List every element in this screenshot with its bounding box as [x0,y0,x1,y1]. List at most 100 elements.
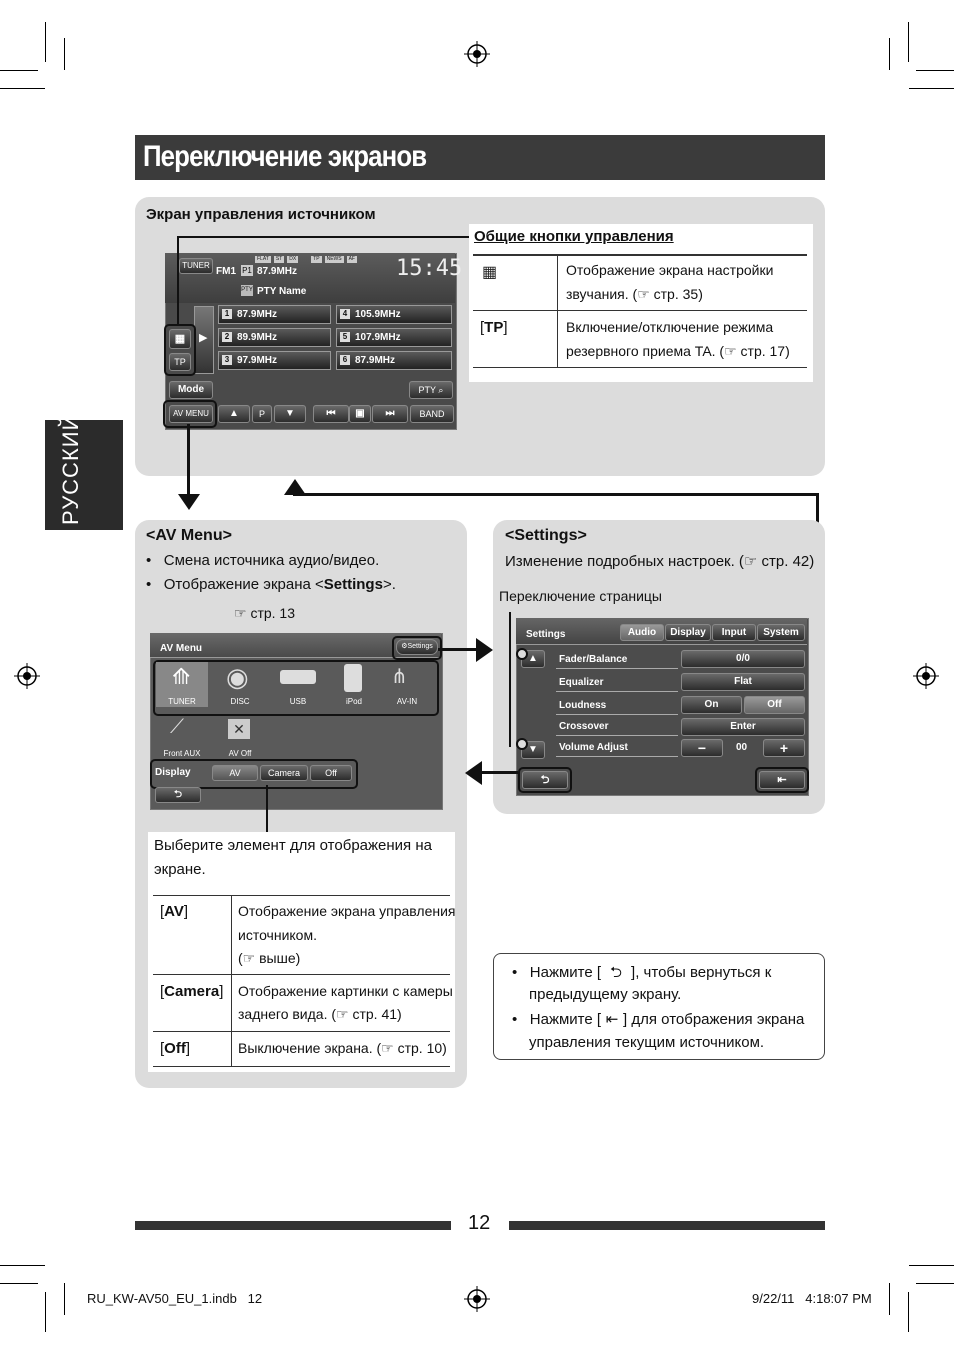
back-button[interactable]: ⮌ [155,787,201,803]
tab-system[interactable]: System [757,624,805,641]
back-button[interactable]: ⮌ [522,771,568,789]
volume-plus-button[interactable]: + [763,739,805,757]
up-button[interactable]: ▲ [218,405,250,423]
source-disc[interactable]: ◉DISC [226,662,250,706]
display-off-button[interactable]: Off [310,765,352,781]
seek-mode-button[interactable]: ▣ [349,405,371,423]
source-screen-button[interactable]: ⇤ [759,771,805,789]
loudness-off-button[interactable]: Off [744,696,805,714]
highlight-frame [150,759,358,789]
crop-mark [908,1292,909,1332]
note-line: • Нажмите [⮌], чтобы вернуться к [512,962,771,987]
mode-button[interactable]: Mode [169,381,213,399]
display-camera-button[interactable]: Camera [260,765,308,781]
source-panel-heading: Экран управления источником [146,206,376,223]
source-av-off[interactable]: ✕AV Off [228,719,252,758]
footer-bar [509,1221,825,1230]
common-buttons-heading: Общие кнопки управления [474,228,674,245]
setting-label: Volume Adjust [559,742,628,753]
table-rule [153,1066,450,1067]
volume-minus-button[interactable]: − [681,739,723,757]
av-menu-screen-title: AV Menu [160,643,203,654]
arrow-left-icon [465,761,482,785]
tp-desc-line: Включение/отключение режима [566,319,774,335]
crop-mark [45,22,46,62]
pty-badge: PTY [241,285,253,296]
settings-desc: Изменение подробных настроек. (☞ стр. 42… [505,553,815,570]
settings-button[interactable]: ⚙Settings [396,639,438,655]
indicator-row: FLAT ST DX TP NEWS AF [255,256,389,263]
loudness-on-button[interactable]: On [681,696,742,714]
source-av-in[interactable]: ⋔AV-IN [391,666,418,706]
rca-cable-icon: ⋔ [391,666,408,688]
pty-name: PTY Name [257,286,307,297]
av-menu-button[interactable]: AV MENU [169,405,213,423]
fader-balance-button[interactable]: 0/0 [681,650,805,668]
table-rule [153,1031,450,1032]
footer-date: 9/22/11 4:18:07 PM [752,1291,872,1306]
source-front-aux[interactable]: ⟋Front AUX [163,716,201,758]
next-button[interactable]: ⏭ [372,405,408,423]
registration-mark-icon [464,41,490,67]
av-menu-bullet: • Отображение экрана <Settings>. [146,576,396,593]
triangle-down-icon: ▼ [528,744,538,755]
equalizer-button[interactable]: ▦ [169,329,191,349]
indicator: AF [346,256,357,263]
notes-box [493,953,825,1060]
setting-label: Equalizer [559,677,604,688]
crop-mark [889,1283,890,1315]
language-tab [45,420,123,530]
tab-audio[interactable]: Audio [620,624,664,641]
preset-list-button[interactable]: P [252,405,272,423]
select-instruction: экране. [154,861,206,878]
callout-dot [516,738,528,750]
crop-mark [909,88,954,89]
equalizer-value-button[interactable]: Flat [681,673,805,691]
flow-arrow [480,771,518,774]
highlight-frame [153,660,439,716]
source-tuner[interactable]: ⟰TUNER [156,662,208,707]
previous-button[interactable]: ⏮ [313,405,349,423]
tab-display[interactable]: Display [665,624,711,641]
close-icon: ✕ [228,719,250,739]
down-button[interactable]: ▼ [274,405,306,423]
crop-mark [909,1265,954,1266]
tp-button[interactable]: TP [169,353,191,371]
table-rule [153,895,450,896]
registration-mark-icon [913,663,939,689]
highlight-frame [755,767,809,793]
search-icon: ⌕ [438,385,444,395]
tuner-source-button[interactable]: TUNER [179,258,213,274]
crossover-enter-button[interactable]: Enter [681,718,805,736]
chevron-right-icon: ▶ [199,332,208,344]
source-ipod[interactable]: iPod [330,662,378,707]
footer-file: RU_KW-AV50_EU_1.indb 12 [87,1291,263,1306]
clock: 15:45 [396,256,463,281]
band-button[interactable]: BAND [410,405,454,423]
display-av-button[interactable]: AV [212,765,258,781]
note-line: управления текущим источником. [529,1034,765,1051]
flow-arrow [438,648,482,651]
av-desc: Отображение экрана управления [238,903,456,919]
page-arrow-button[interactable]: ▶ [194,306,214,374]
source-usb[interactable]: USB [272,662,324,707]
flow-arrow [187,424,190,496]
seek-mode-icon: ▣ [355,408,365,419]
crop-mark [889,38,890,70]
volume-value: 00 [736,742,748,753]
arrow-right-icon [476,638,493,662]
page-title: Переключение экранов [143,140,427,173]
indicator: FLAT [255,256,271,263]
source-screen-header [165,253,455,303]
setting-label: Crossover [559,721,609,732]
p1-badge: P1 [241,265,253,276]
av-key: [AV] [160,903,189,920]
tab-input[interactable]: Input [712,624,756,641]
pty-search-button[interactable]: PTY ⌕ [409,381,453,399]
